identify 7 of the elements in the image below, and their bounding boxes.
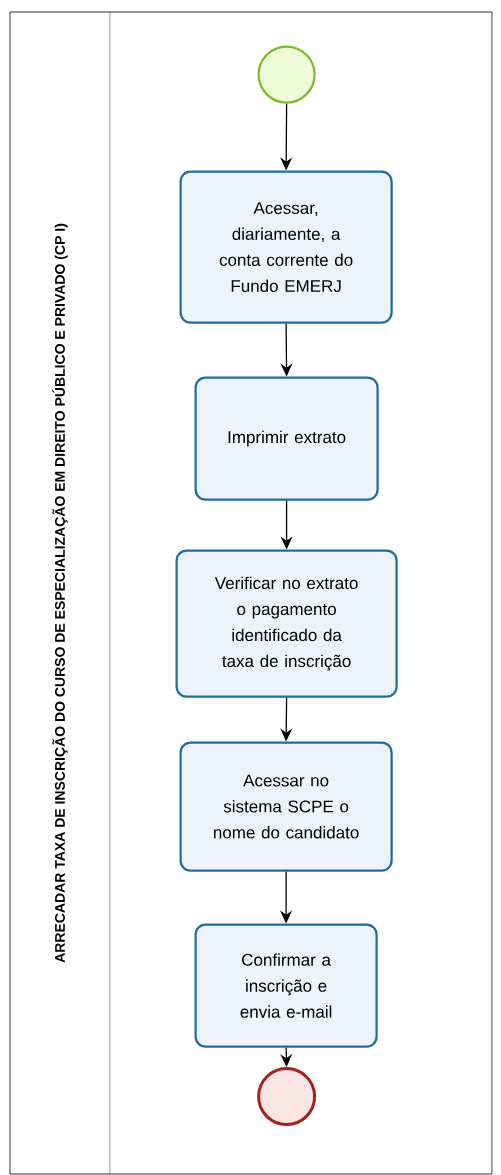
- end-event-circle: [257, 1067, 317, 1127]
- task-box: Acessar, diariamente, a conta corrente do Fundo EMERJ: [179, 170, 393, 324]
- task-box: Verificar no extrato o pagamento identificado da taxa de inscrição: [175, 549, 398, 698]
- task-box: Confirmar a inscrição e envia e-mail: [194, 923, 378, 1048]
- task-box: Imprimir extrato: [194, 376, 379, 501]
- start-event-circle: [257, 45, 316, 104]
- task-box: Acessar no sistema SCPE o nome do candidato: [179, 741, 393, 872]
